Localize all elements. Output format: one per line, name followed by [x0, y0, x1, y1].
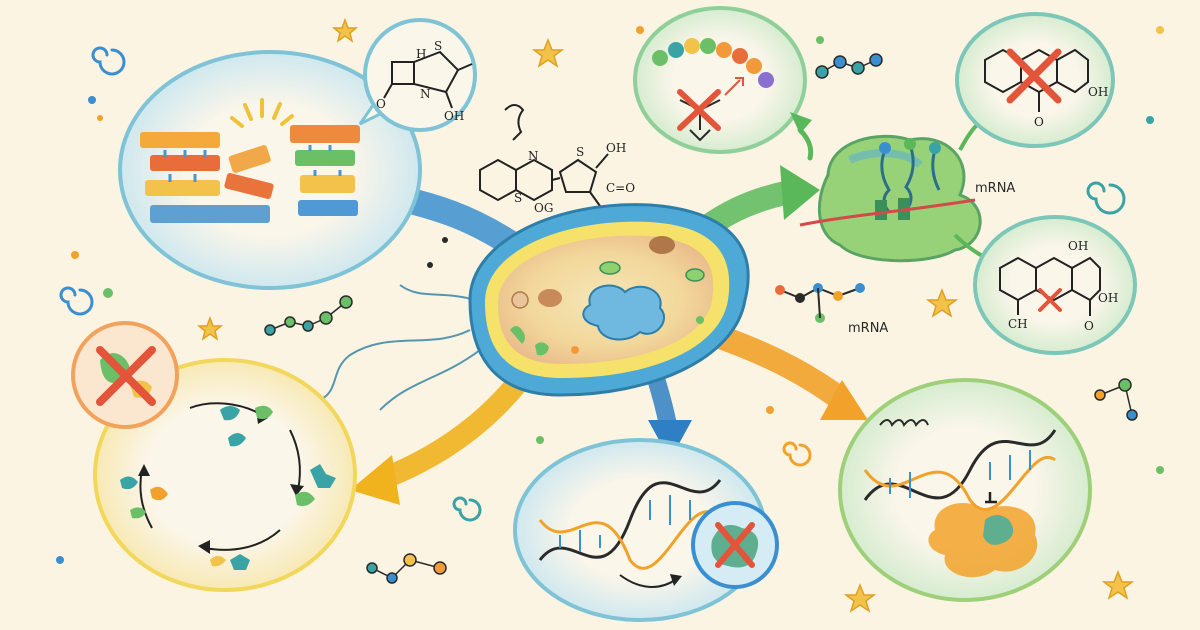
transcription-bubble	[838, 378, 1092, 602]
floating-mrna-label: mRNA	[848, 321, 888, 336]
dna-helix-icon	[863, 429, 1057, 511]
bacterium-icon	[319, 203, 750, 411]
cephalo-co-label: C=O	[606, 181, 635, 195]
star-icon	[196, 17, 1135, 613]
rna-polymerase-icon	[928, 492, 1038, 578]
penicillin-structure	[383, 50, 473, 109]
ribosome-mrna-label: mRNA	[975, 181, 1015, 196]
cephalo-s-label: S	[514, 191, 522, 205]
swirl-icon	[59, 46, 1126, 522]
tetracycline-bubble-top: OH O	[955, 12, 1115, 148]
inhibition-cross-icon	[96, 346, 156, 406]
blocked-topoisomerase-bubble	[691, 501, 779, 589]
cephalo-s2-label: S	[576, 145, 584, 159]
penicillin-h-label: H	[416, 47, 426, 61]
tetra-top-oh-label: OH	[1088, 85, 1108, 99]
floating-antibiotic-structure: N S S OH C=O OG	[479, 104, 635, 215]
inhibition-cross-icon	[1038, 288, 1062, 312]
ribosome	[799, 134, 982, 263]
cell-wall-icon	[140, 98, 360, 223]
cycle-arrows	[139, 402, 301, 551]
floating-mrna-molecule	[775, 283, 865, 323]
penicillin-s-label: S	[434, 39, 442, 53]
tetra-top-o-label: O	[1034, 115, 1044, 129]
molecule-icon	[264, 53, 1138, 584]
penicillin-o-label: O	[376, 97, 386, 111]
inhibition-cross-icon	[677, 89, 721, 131]
enzyme-icon	[120, 405, 336, 570]
peptide-chain-icon	[652, 38, 774, 88]
penicillin-n-label: N	[420, 87, 431, 101]
metabolic-cycle-bubble	[93, 358, 357, 592]
dna-helix-icon	[538, 479, 722, 570]
decorative-dots	[56, 26, 1164, 564]
cephalo-n-label: N	[528, 149, 539, 163]
inhibition-cross-icon	[1006, 48, 1062, 104]
cephalo-og-label: OG	[534, 201, 553, 215]
tetra-bottom-o-label: O	[1084, 319, 1094, 333]
penicillin-bubble: S H N O OH	[358, 18, 477, 132]
nucleoid	[582, 284, 666, 341]
arrow-to-folate	[688, 318, 868, 420]
tetracycline-bubble-bottom: OH OH CH O	[973, 215, 1137, 355]
penicillin-oh-label: OH	[444, 109, 464, 123]
inhibition-cross-icon	[715, 522, 755, 568]
tetra-bottom-oh-a-label: OH	[1068, 239, 1088, 253]
cephalo-oh-label: OH	[606, 141, 626, 155]
tetra-bottom-ch-label: CH	[1008, 317, 1028, 331]
peptide-chain-bubble	[633, 6, 807, 154]
arrow-to-metabolism	[350, 369, 531, 505]
tetra-bottom-oh-b-label: OH	[1098, 291, 1118, 305]
cell-wall-bubble	[118, 50, 422, 290]
blocked-enzyme-bubble	[71, 321, 179, 429]
